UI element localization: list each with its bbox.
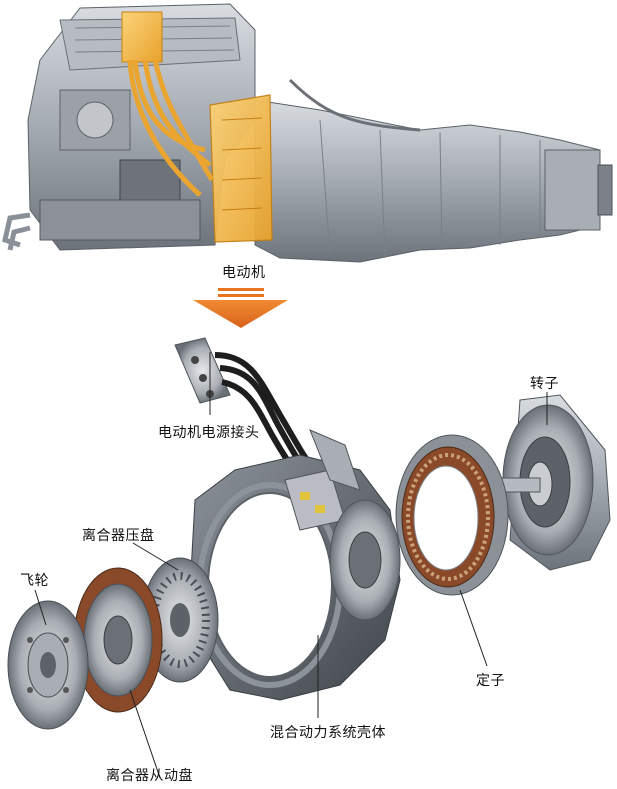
rotor-label: 转子 xyxy=(530,376,559,392)
leader-lines xyxy=(34,352,548,779)
power-connector-label: 电动机电源接头 xyxy=(158,425,260,441)
hybrid-housing-label: 混合动力系统壳体 xyxy=(270,725,386,741)
engine-transmission-illustration xyxy=(2,3,613,263)
motor-title: 电动机 xyxy=(222,265,266,281)
stator-illustration xyxy=(395,434,509,596)
rotor-illustration xyxy=(499,394,611,571)
flywheel-label: 飞轮 xyxy=(20,573,49,589)
clutch-pressure-plate-label: 离合器压盘 xyxy=(82,528,155,544)
flywheel-illustration xyxy=(7,600,89,730)
hybrid-housing-illustration xyxy=(189,429,401,701)
stator-label: 定子 xyxy=(476,673,505,689)
clutch-disc-illustration xyxy=(73,567,163,713)
clutch-disc-label: 离合器从动盘 xyxy=(106,768,193,784)
down-arrow-icon xyxy=(193,288,288,328)
